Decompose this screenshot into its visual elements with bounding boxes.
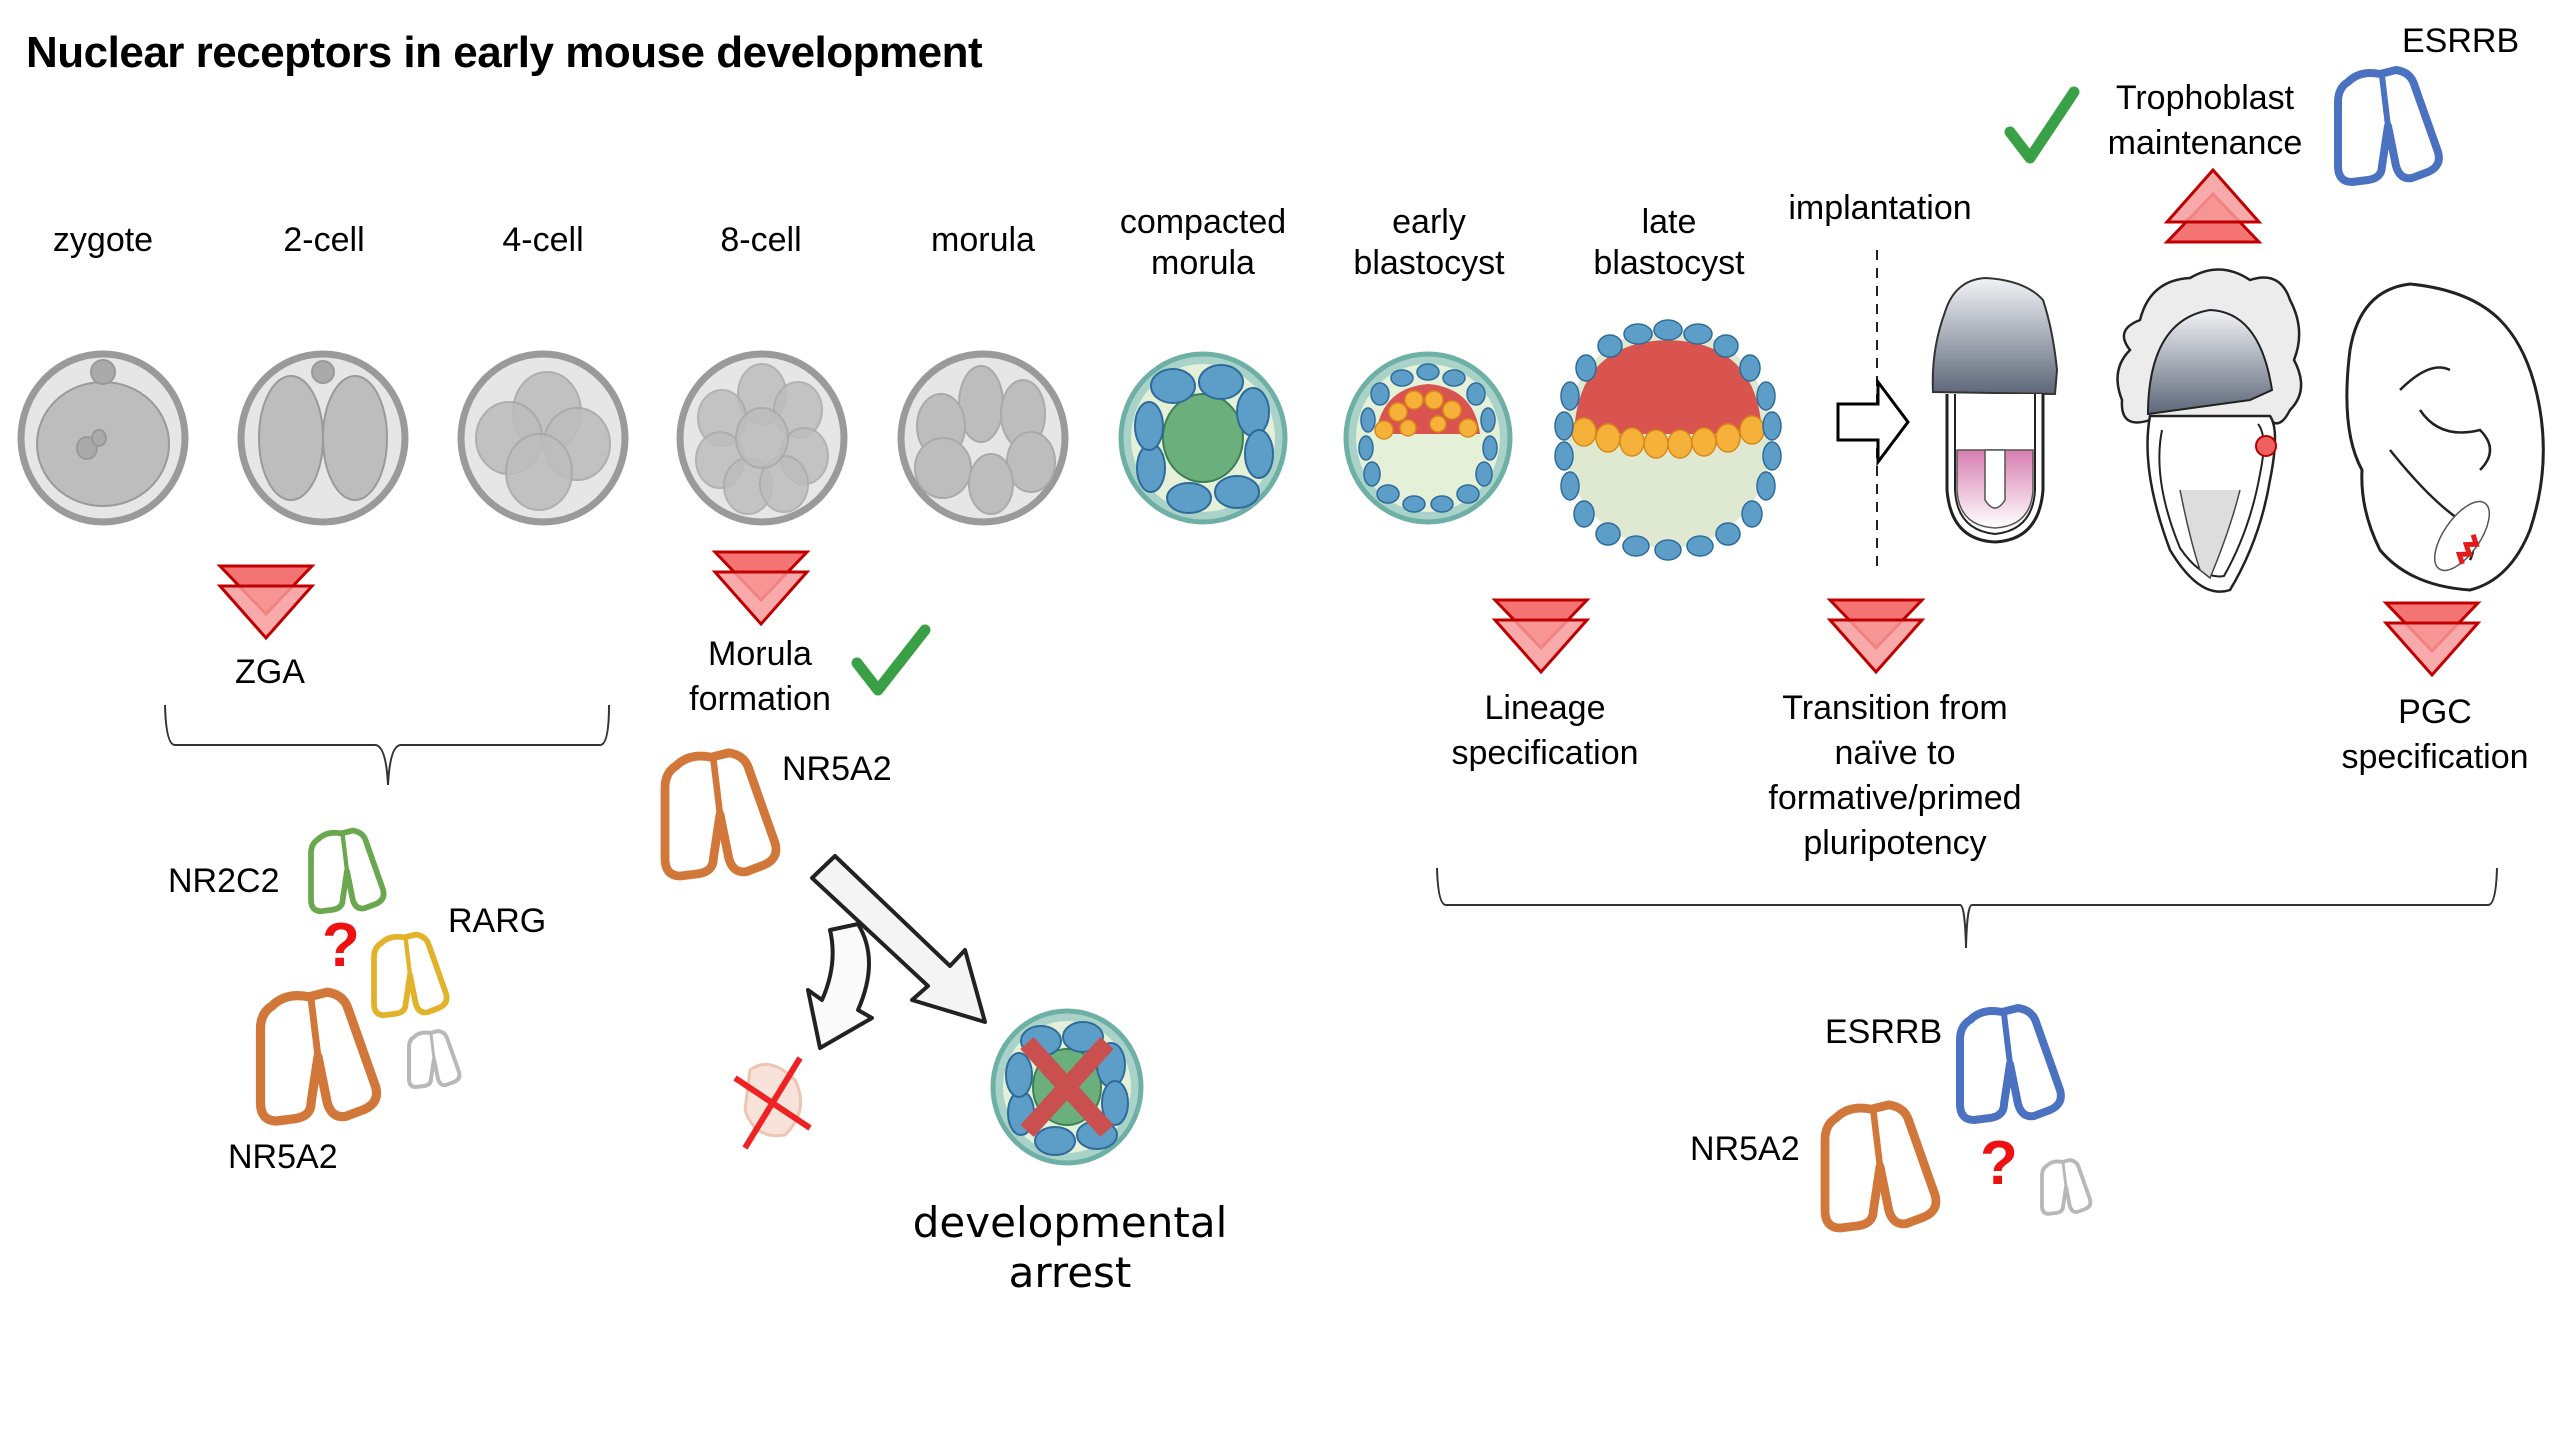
down-arrow-lineage-icon	[1493, 598, 1589, 674]
stage-transition-arrow	[1839, 384, 1878, 404]
label-esrrb-trophoblast: ESRRB	[2402, 22, 2520, 60]
label-nr5a2-late: NR5A2	[1690, 1130, 1800, 1168]
down-arrow-zga-icon	[218, 564, 314, 640]
receptor-nr5a2-morula-icon	[665, 753, 776, 876]
stage-label-4-cell: 4-cell	[502, 221, 584, 259]
trophectoderm-cells	[1554, 319, 1782, 561]
event-label-morula-formation: Morula formation	[689, 635, 831, 718]
label-nr5a2-early: NR5A2	[228, 1138, 338, 1176]
hand-drawn-arrow-arrest-icon	[810, 854, 987, 1024]
embryo-egg-cylinder	[1931, 276, 2059, 544]
outline-arrow-icon	[1840, 382, 1868, 406]
receptor-unknown-icon	[407, 1029, 462, 1089]
question-mark-early-icon: ?	[322, 911, 360, 980]
label-nr2c2: NR2C2	[168, 862, 280, 900]
embryo-4-cell	[457, 350, 629, 526]
embryo-8-cell	[676, 350, 848, 526]
receptor-esrrb-trophoblast-icon	[2338, 70, 2439, 182]
stage-label-zygote: zygote	[52, 221, 154, 259]
implantation-label: implantation	[1788, 189, 1972, 227]
embryo-zygote	[17, 350, 189, 526]
outcome-developmental-arrest: developmental arrest	[912, 1198, 1228, 1297]
receptor-unknown-late-icon	[2040, 1158, 2093, 1216]
receptor-nr2c2-icon	[311, 831, 384, 912]
arrested-embryo	[990, 1008, 1144, 1166]
checkmark-morula-icon	[851, 624, 931, 696]
down-arrow-transition-icon	[1828, 598, 1924, 674]
event-label-pgc-specification: PGC specification	[2341, 693, 2529, 776]
stage-label-morula: morula	[931, 221, 1035, 259]
receptor-esrrb-icon	[1960, 1008, 2061, 1120]
down-arrow-pgc-icon	[2384, 601, 2480, 677]
stage-label-compacted-morula: compacted morula	[1119, 203, 1287, 282]
event-label-transition: Transition from naïve to formative/prime…	[1768, 689, 2022, 862]
embryo-compacted-morula	[1118, 351, 1288, 525]
label-esrrb-late: ESRRB	[1825, 1013, 1943, 1051]
stage-label-late-blastocyst: late blastocyst	[1593, 203, 1745, 282]
checkmark-trophoblast-icon	[2004, 86, 2080, 164]
question-mark-late-icon: ?	[1980, 1129, 2018, 1198]
event-label-lineage-specification: Lineage specification	[1451, 689, 1639, 772]
receptor-nr5a2-icon	[261, 992, 377, 1121]
event-label-zga: ZGA	[235, 653, 305, 691]
degraded-receptor-icon	[733, 1056, 812, 1150]
hand-drawn-arrow-degradation-icon	[806, 922, 874, 1050]
embryo-early-blastocyst	[1343, 351, 1513, 525]
up-arrow-trophoblast-icon	[2165, 168, 2261, 244]
embryo-morula	[897, 350, 1069, 526]
embryo-gastrula	[2116, 268, 2303, 593]
stage-label-8-cell: 8-cell	[720, 221, 802, 259]
down-arrow-morula-icon	[713, 550, 809, 626]
embryo-late-blastocyst	[1554, 319, 1782, 561]
embryo-2-cell	[237, 350, 409, 526]
stage-label-2-cell: 2-cell	[283, 221, 365, 259]
label-nr5a2-morula: NR5A2	[782, 750, 892, 788]
progression-arrow-icon	[1840, 378, 1880, 405]
receptor-rarg-icon	[374, 935, 447, 1016]
open-block-arrow-icon	[1836, 377, 1910, 467]
event-label-trophoblast-maintenance: Trophoblast maintenance	[2107, 79, 2303, 162]
receptor-nr5a2-late-icon	[1825, 1105, 1936, 1228]
embryo-late-stage	[2345, 282, 2545, 592]
figure-title: Nuclear receptors in early mouse develop…	[26, 28, 983, 77]
brace-early	[164, 704, 610, 786]
label-rarg: RARG	[448, 902, 547, 940]
brace-late	[1436, 867, 2498, 949]
stage-label-early-blastocyst: early blastocyst	[1353, 203, 1505, 282]
